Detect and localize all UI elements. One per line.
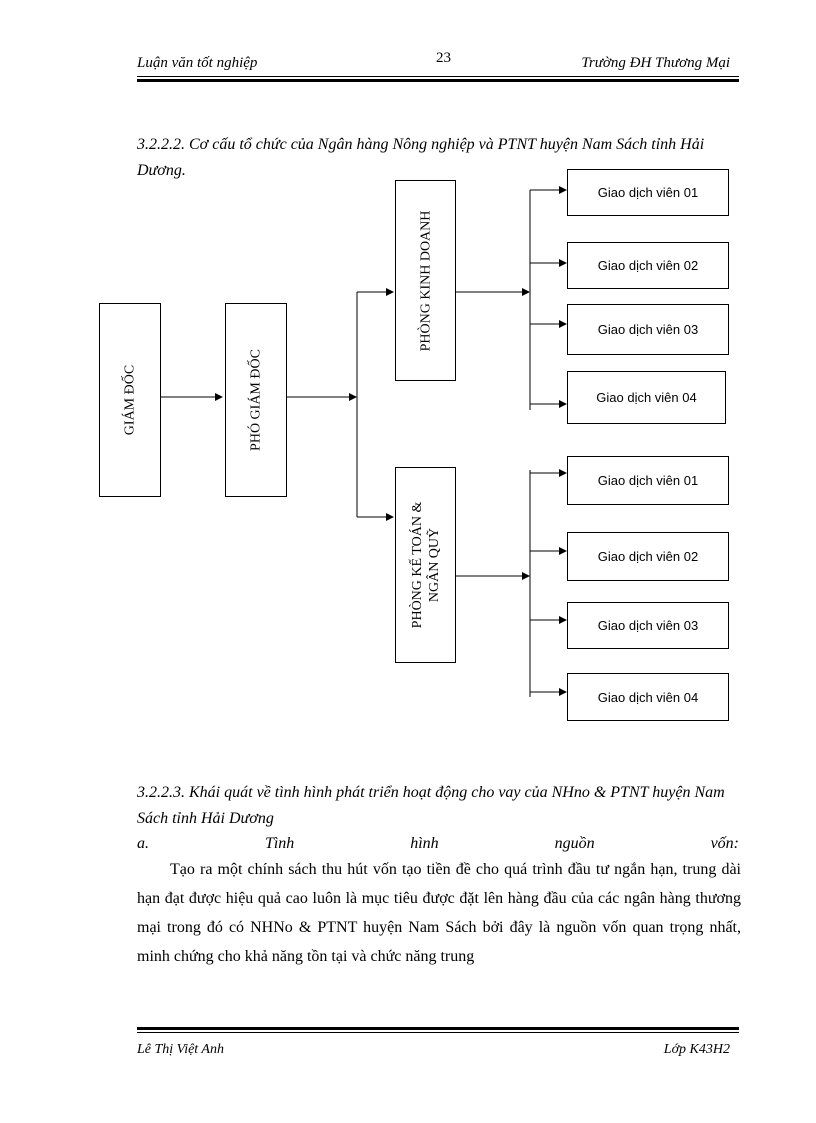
- accounting-staff-03-label: Giao dịch viên 03: [597, 618, 699, 633]
- business-staff-02-label: Giao dịch viên 02: [597, 258, 699, 273]
- business-dept-box: PHÒNG KINH DOANH: [395, 180, 456, 381]
- business-staff-04-box: Giao dịch viên 04: [567, 371, 726, 424]
- director-label: GIÁM ĐỐC: [122, 364, 138, 436]
- accounting-staff-03-box: Giao dịch viên 03: [567, 602, 729, 649]
- accounting-staff-02-label: Giao dịch viên 02: [597, 549, 699, 564]
- director-box: GIÁM ĐỐC: [99, 303, 161, 497]
- body-paragraph: Tạo ra một chính sách thu hút vốn tạo ti…: [137, 861, 741, 965]
- business-staff-03-box: Giao dịch viên 03: [567, 304, 729, 355]
- accounting-staff-01-label: Giao dịch viên 01: [597, 473, 699, 488]
- page-number: 23: [436, 50, 451, 66]
- accounting-dept-box: PHÒNG KẾ TOÁN & NGÂN QUỸ: [395, 467, 456, 663]
- accounting-staff-04-label: Giao dịch viên 04: [597, 689, 699, 705]
- header-right: Trường ĐH Thương Mại: [581, 55, 730, 71]
- header-left: Luận văn tốt nghiệp: [137, 55, 258, 71]
- footer-rule-thick: [137, 1027, 739, 1030]
- business-staff-01-box: Giao dịch viên 01: [567, 169, 729, 216]
- business-staff-01-label: Giao dịch viên 01: [597, 185, 699, 200]
- footer-rule-thin: [137, 1032, 739, 1033]
- deputy-director-box: PHÓ GIÁM ĐỐC: [225, 303, 287, 497]
- accounting-dept-label-line2: NGÂN QUỸ: [426, 527, 442, 603]
- subheading-a: a. Tình hình nguồn vốn:: [137, 835, 739, 852]
- accounting-staff-01-box: Giao dịch viên 01: [567, 456, 729, 505]
- accounting-staff-04-box: Giao dịch viên 04: [567, 673, 729, 721]
- header-rule-thin: [137, 76, 739, 77]
- footer-right: Lớp K43H2: [663, 1042, 730, 1057]
- footer-left: Lê Thị Việt Anh: [137, 1042, 224, 1057]
- accounting-dept-label: PHÒNG KẾ TOÁN & NGÂN QUỸ: [409, 502, 443, 629]
- business-staff-02-box: Giao dịch viên 02: [567, 242, 729, 289]
- accounting-dept-label-line1: PHÒNG KẾ TOÁN &: [409, 501, 425, 629]
- business-dept-label: PHÒNG KINH DOANH: [418, 210, 433, 351]
- deputy-director-label: PHÓ GIÁM ĐỐC: [248, 349, 264, 451]
- section-title-3223: 3.2.2.3. Khái quát về tình hình phát tri…: [137, 784, 725, 827]
- section-title-3222: 3.2.2.2. Cơ cấu tổ chức của Ngân hàng Nô…: [137, 136, 705, 179]
- business-staff-03-label: Giao dịch viên 03: [597, 322, 699, 337]
- accounting-staff-02-box: Giao dịch viên 02: [567, 532, 729, 581]
- business-staff-04-label: Giao dịch viên 04: [596, 390, 697, 405]
- header-rule-thick: [137, 79, 739, 82]
